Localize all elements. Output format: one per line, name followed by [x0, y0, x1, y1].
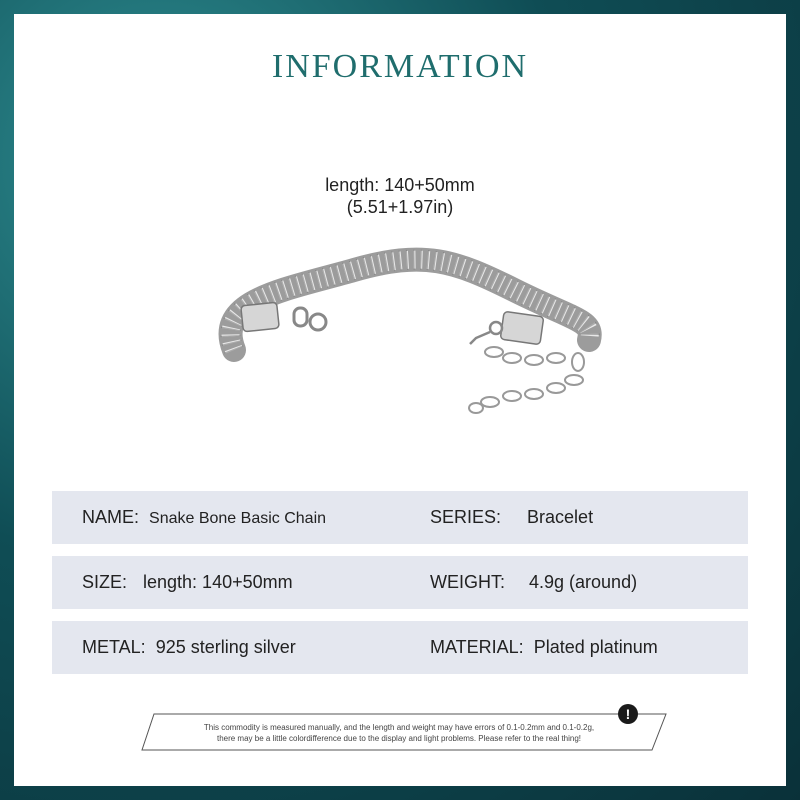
size-cell: SIZE: length: 140+50mm	[82, 556, 293, 609]
spec-row-size: SIZE: length: 140+50mm WEIGHT: 4.9g (aroun…	[52, 556, 748, 609]
notice-line-2: there may be a little colordifference du…	[216, 734, 582, 743]
series-value: Bracelet	[527, 507, 594, 527]
notice-line-1: This commodity is measured manually, and…	[203, 723, 595, 732]
metal-cell: METAL: 925 sterling silver	[82, 621, 296, 674]
material-label: MATERIAL:	[430, 637, 524, 657]
length-caption: length: 140+50mm (5.51+1.97in)	[240, 174, 560, 218]
name-value: Snake Bone Basic Chain	[149, 510, 327, 527]
material-value: Plated platinum	[533, 637, 658, 657]
weight-value: 4.9g (around)	[529, 572, 638, 592]
spec-row-name: NAME: Snake Bone Basic Chain SERIES: Brace…	[52, 491, 748, 544]
series-cell: SERIES: Bracelet	[430, 491, 593, 544]
notice-text: This commodity is measured manually, and…	[164, 722, 634, 744]
metal-label: METAL:	[82, 637, 146, 657]
content-card: INFORMATION length: 140+50mm (5.51+1.97i…	[14, 14, 786, 786]
size-value: length: 140+50mm	[143, 572, 293, 592]
metal-value: 925 sterling silver	[155, 637, 296, 657]
bracelet-image	[218, 247, 602, 414]
notice-parallelogram	[141, 713, 667, 751]
material-cell: MATERIAL: Plated platinum	[430, 621, 658, 674]
length-mm-text: length: 140+50mm	[325, 175, 475, 195]
length-in-text: (5.51+1.97in)	[346, 197, 454, 217]
name-label: NAME:	[82, 507, 140, 527]
disclaimer-notice: This commodity is measured manually, and…	[140, 704, 670, 752]
spec-table: NAME: Snake Bone Basic Chain SERIES: Brace…	[52, 491, 748, 686]
warning-icon: !	[618, 704, 638, 724]
weight-cell: WEIGHT: 4.9g (around)	[430, 556, 637, 609]
weight-label: WEIGHT:	[430, 572, 505, 592]
series-label: SERIES:	[430, 507, 502, 527]
name-cell: NAME: Snake Bone Basic Chain	[82, 491, 326, 544]
size-label: SIZE:	[82, 572, 128, 592]
page-title: INFORMATION	[271, 48, 529, 85]
spec-row-metal: METAL: 925 sterling silver MATERIAL: Plate…	[52, 621, 748, 674]
